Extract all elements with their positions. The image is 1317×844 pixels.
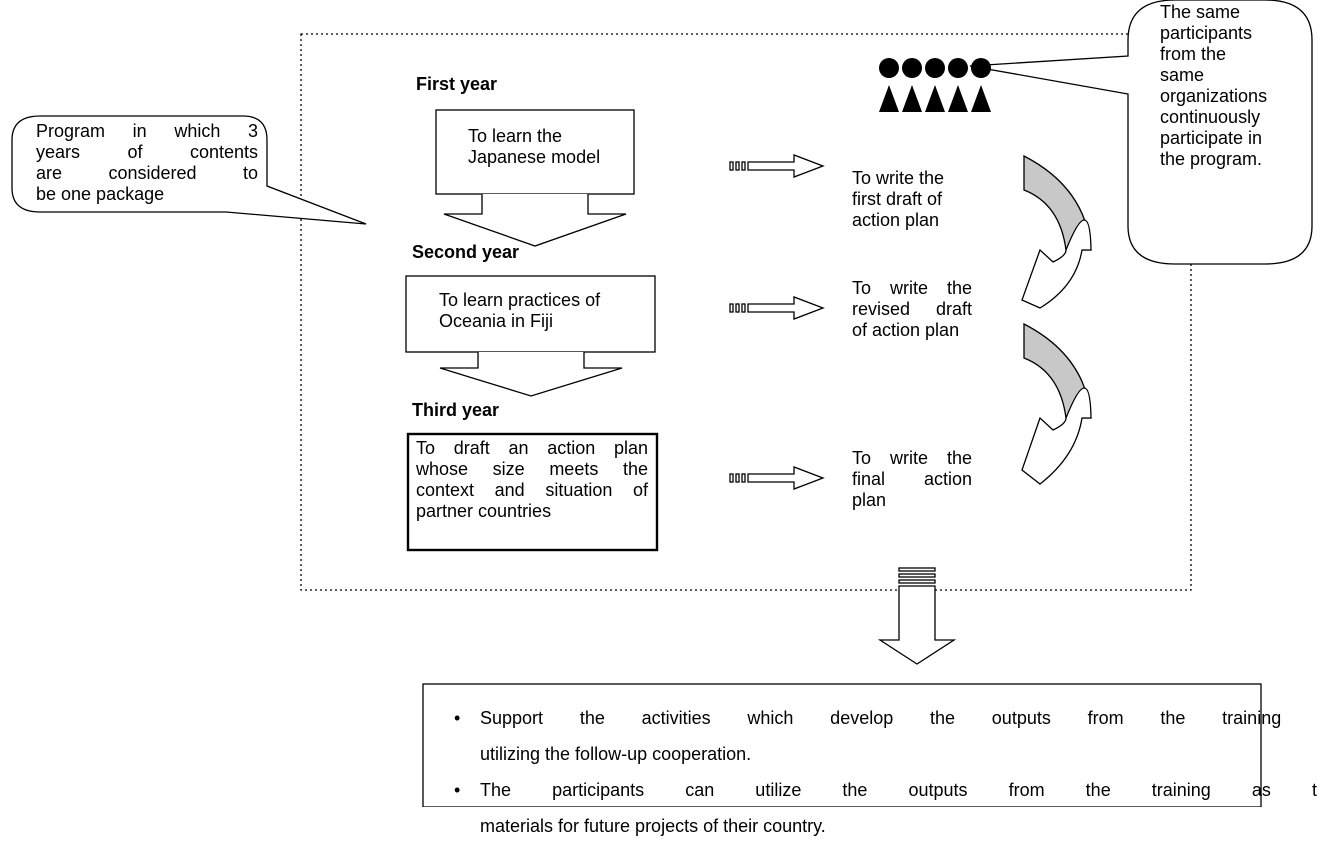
- outcomes-box: [422, 683, 1262, 807]
- first-action-text: To write the first draft of action plan: [852, 168, 976, 231]
- right-callout-line: same: [1160, 65, 1205, 85]
- action-line: To write the: [852, 448, 972, 468]
- third-action-text: To write the final action plan: [852, 448, 972, 511]
- diagram-graphics: [11, 0, 1313, 807]
- action-line: of action plan: [852, 320, 960, 340]
- right-callout-line: participate in: [1160, 128, 1263, 148]
- action-line: To write the: [852, 278, 972, 298]
- outcome-line: Support the activities which develop the…: [480, 708, 1317, 728]
- action-line: first draft of: [852, 189, 943, 209]
- outcome-down-arrow: [877, 567, 957, 665]
- right-callout-bubble: [969, 0, 1313, 265]
- down-arrow-first: [443, 194, 627, 247]
- right-callout-text: The same participants from the same orga…: [1160, 2, 1310, 170]
- left-callout-line: Program in which 3: [36, 121, 258, 141]
- right-arrow-2: [729, 296, 825, 320]
- box-line: Oceania in Fiji: [439, 311, 554, 331]
- left-callout-text: Program in which 3 years of contents are…: [36, 121, 258, 205]
- second-action-text: To write the revised draft of action pla…: [852, 278, 972, 341]
- right-callout-line: the program.: [1160, 149, 1263, 169]
- box-line: partner countries: [416, 501, 552, 521]
- right-callout-line: from the: [1160, 44, 1227, 64]
- left-callout-line: are considered to: [36, 163, 258, 183]
- left-callout-bubble: [11, 115, 367, 225]
- outcome-line: The participants can utilize the outputs…: [480, 780, 1317, 800]
- five-person-figures-icon: [879, 58, 991, 112]
- action-line: final action: [852, 469, 972, 489]
- box-line: context and situation of: [416, 480, 648, 500]
- outcome-line: utilizing the follow-up cooperation.: [480, 744, 752, 764]
- outcomes-list: • Support the activities which develop t…: [440, 700, 1317, 844]
- curved-arrow-2: [1021, 322, 1092, 485]
- left-callout-line: years of contents: [36, 142, 258, 162]
- box-line: Japanese model: [468, 147, 601, 167]
- right-arrow-1: [729, 154, 825, 178]
- third-year-box-text: To draft an action plan whose size meets…: [416, 438, 648, 522]
- box-line: To learn the: [468, 126, 563, 146]
- right-arrow-3: [729, 466, 825, 490]
- package-dotted-frame: [300, 33, 1192, 591]
- box-line: whose size meets the: [416, 459, 648, 479]
- right-callout-line: continuously: [1160, 107, 1261, 127]
- action-line: plan: [852, 490, 887, 510]
- bullet-symbol: •: [454, 708, 461, 728]
- box-line: To learn practices of: [439, 290, 601, 310]
- third-year-heading: Third year: [412, 400, 500, 420]
- right-callout-line: organizations: [1160, 86, 1268, 106]
- left-callout-line: be one package: [36, 184, 165, 204]
- first-year-box-text: To learn the Japanese model: [468, 126, 600, 168]
- first-year-box: [435, 109, 635, 195]
- outcome-item: • Support the activities which develop t…: [440, 700, 1317, 772]
- right-callout-line: The same: [1160, 2, 1241, 22]
- third-year-box: [406, 432, 659, 552]
- action-line: revised draft: [852, 299, 972, 319]
- action-line: action plan: [852, 210, 940, 230]
- second-year-heading: Second year: [412, 242, 520, 262]
- outcome-item: • The participants can utilize the outpu…: [440, 772, 1317, 844]
- first-year-heading: First year: [416, 74, 498, 94]
- outcome-line: materials for future projects of their c…: [480, 816, 826, 836]
- action-line: To write the: [852, 168, 945, 188]
- second-year-box-text: To learn practices of Oceania in Fiji: [439, 290, 600, 332]
- curved-arrow-1: [1021, 154, 1092, 309]
- right-callout-line: participants: [1160, 23, 1253, 43]
- down-arrow-second: [439, 352, 623, 397]
- box-line: To draft an action plan: [416, 438, 648, 458]
- bullet-symbol: •: [454, 780, 461, 800]
